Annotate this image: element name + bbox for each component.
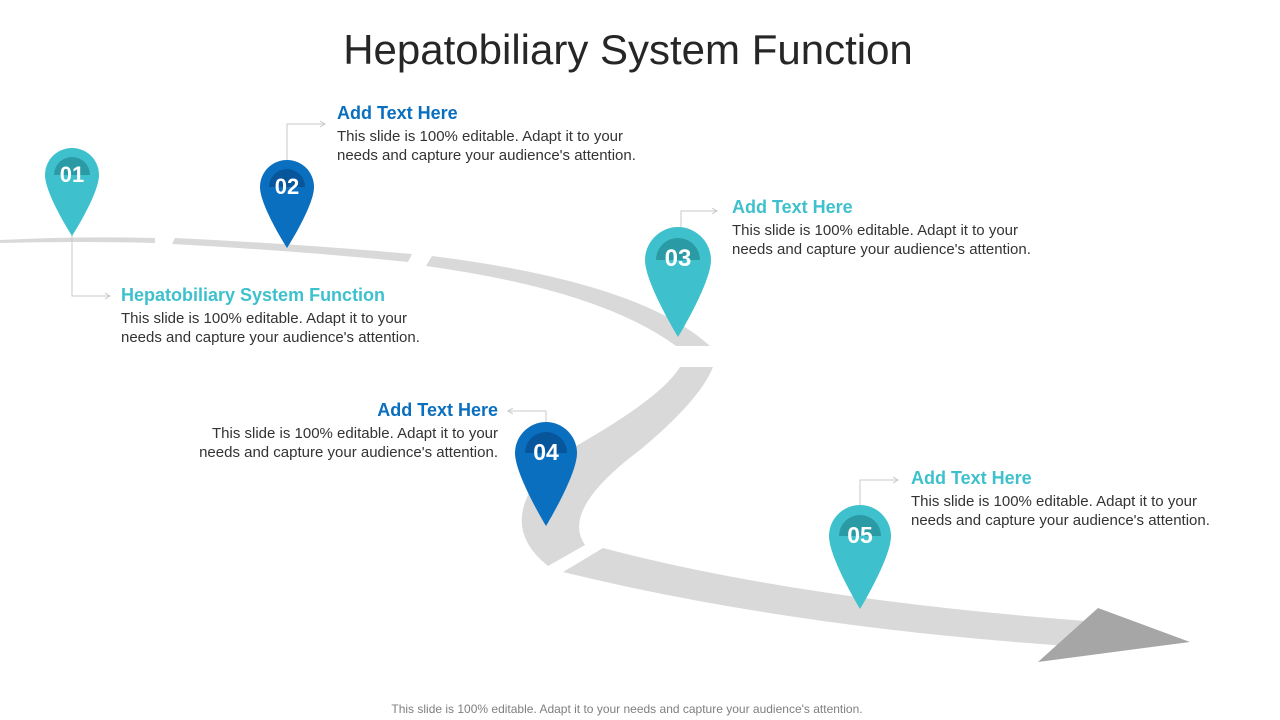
text-block-04: Add Text Here This slide is 100% editabl… bbox=[138, 400, 498, 462]
road-arrow-head bbox=[1038, 608, 1190, 662]
step-body-01-line2: needs and capture your audience's attent… bbox=[121, 329, 420, 346]
slide-footer: This slide is 100% editable. Adapt it to… bbox=[391, 702, 863, 716]
step-body-04: This slide is 100% editable. Adapt it to… bbox=[138, 424, 498, 462]
step-heading-03: Add Text Here bbox=[732, 197, 853, 217]
map-pin-icon bbox=[260, 160, 314, 248]
step-body-04-line1: This slide is 100% editable. Adapt it to… bbox=[212, 425, 498, 442]
step-body-02: This slide is 100% editable. Adapt it to… bbox=[337, 127, 697, 165]
step-body-01-line1: This slide is 100% editable. Adapt it to… bbox=[121, 310, 407, 327]
step-heading-04: Add Text Here bbox=[377, 400, 498, 420]
map-pin-icon bbox=[45, 148, 99, 236]
text-block-05: Add Text Here This slide is 100% editabl… bbox=[911, 468, 1271, 530]
road-segment-1 bbox=[0, 237, 155, 243]
step-body-01: This slide is 100% editable. Adapt it to… bbox=[121, 309, 481, 347]
step-heading-01: Hepatobiliary System Function bbox=[121, 285, 386, 305]
road-segment-4 bbox=[521, 367, 713, 566]
step-number-05: 05 bbox=[847, 522, 873, 548]
step-body-03: This slide is 100% editable. Adapt it to… bbox=[732, 221, 1092, 259]
step-body-05: This slide is 100% editable. Adapt it to… bbox=[911, 492, 1271, 530]
step-body-02-line1: This slide is 100% editable. Adapt it to… bbox=[337, 128, 623, 145]
road-segment-5 bbox=[563, 548, 1100, 648]
step-body-03-line1: This slide is 100% editable. Adapt it to… bbox=[732, 222, 1018, 239]
pin-03: 03 bbox=[645, 227, 711, 339]
step-number-02: 02 bbox=[274, 174, 300, 199]
step-number-01: 01 bbox=[59, 162, 85, 187]
slide-title: Hepatobiliary System Function bbox=[343, 26, 913, 73]
pin-01: 01 bbox=[45, 148, 99, 238]
map-pin-icon bbox=[515, 422, 577, 526]
step-heading-05: Add Text Here bbox=[911, 468, 1032, 488]
text-block-03: Add Text Here This slide is 100% editabl… bbox=[732, 197, 1092, 259]
pin-04: 04 bbox=[515, 422, 577, 528]
road-segment-2 bbox=[172, 238, 412, 262]
map-pin-icon bbox=[645, 227, 711, 337]
step-number-03: 03 bbox=[664, 245, 692, 272]
pin-05: 05 bbox=[829, 505, 891, 611]
step-body-02-line2: needs and capture your audience's attent… bbox=[337, 147, 636, 164]
step-body-05-line2: needs and capture your audience's attent… bbox=[911, 512, 1210, 529]
step-body-05-line1: This slide is 100% editable. Adapt it to… bbox=[911, 493, 1197, 510]
step-heading-02: Add Text Here bbox=[337, 103, 458, 123]
step-body-03-line2: needs and capture your audience's attent… bbox=[732, 241, 1031, 258]
map-pin-icon bbox=[829, 505, 891, 609]
step-body-04-line2: needs and capture your audience's attent… bbox=[199, 444, 498, 461]
step-number-04: 04 bbox=[533, 439, 559, 465]
pin-02: 02 bbox=[260, 160, 314, 250]
text-block-02: Add Text Here This slide is 100% editabl… bbox=[337, 103, 697, 165]
text-block-01: Hepatobiliary System Function This slide… bbox=[121, 285, 481, 347]
road-segment-3 bbox=[426, 256, 710, 346]
